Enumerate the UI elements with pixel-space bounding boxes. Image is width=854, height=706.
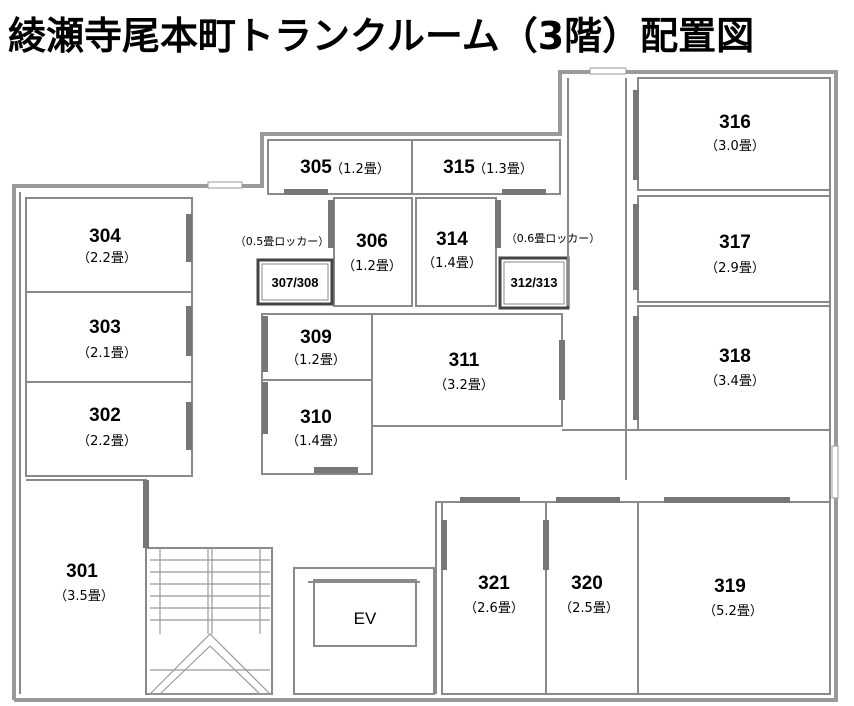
- unit-315-number: 315: [443, 157, 475, 178]
- unit-316-size: （3.0畳）: [705, 139, 765, 154]
- unit-314-size: （1.4畳）: [422, 256, 482, 271]
- unit-304[interactable]: 304 （2.2畳）: [25, 197, 193, 293]
- unit-310-size: （1.4畳）: [286, 434, 346, 449]
- unit-320[interactable]: 320 （2.5畳）: [545, 501, 639, 695]
- page-title: 綾瀬寺尾本町トランクルーム（3階）配置図: [8, 14, 755, 58]
- unit-301[interactable]: 301 （3.5畳）: [26, 479, 147, 694]
- unit-303-number: 303: [89, 317, 121, 338]
- unit-321-size: （2.6畳）: [464, 601, 524, 616]
- unit-304-size: （2.2畳）: [77, 251, 137, 266]
- unit-321[interactable]: 321 （2.6畳）: [441, 501, 547, 695]
- locker-307-308-number: 307/308: [272, 275, 319, 290]
- locker-312-313-size: （0.6畳ロッカー）: [506, 232, 601, 245]
- unit-301-number: 301: [66, 561, 98, 582]
- unit-302[interactable]: 302 （2.2畳）: [25, 381, 193, 477]
- doors: [143, 90, 790, 570]
- unit-311-number: 311: [449, 350, 480, 371]
- unit-311[interactable]: 311 （3.2畳）: [371, 313, 563, 427]
- unit-306-number: 306: [356, 231, 388, 252]
- unit-317-number: 317: [719, 232, 751, 253]
- unit-321-number: 321: [478, 573, 510, 594]
- staircase: [145, 547, 273, 695]
- unit-304-number: 304: [89, 226, 121, 247]
- unit-319-number: 319: [714, 576, 746, 597]
- unit-317[interactable]: 317 （2.9畳）: [637, 195, 831, 303]
- elevator-label: EV: [354, 609, 377, 628]
- unit-310[interactable]: 310 （1.4畳）: [261, 379, 373, 475]
- unit-314-number: 314: [436, 229, 468, 250]
- locker-312-313[interactable]: （0.6畳ロッカー） 312/313: [498, 232, 601, 310]
- unit-303[interactable]: 303 （2.1畳）: [25, 291, 193, 383]
- unit-318-number: 318: [719, 346, 751, 367]
- unit-314[interactable]: 314 （1.4畳）: [415, 197, 497, 307]
- unit-315-size: （1.3畳）: [473, 162, 533, 177]
- unit-303-size: （2.1畳）: [77, 346, 137, 361]
- unit-316-number: 316: [719, 112, 751, 133]
- unit-302-number: 302: [89, 405, 121, 426]
- corridor-walls: [435, 78, 830, 694]
- unit-305-number: 305: [300, 157, 332, 178]
- unit-318-size: （3.4畳）: [705, 374, 765, 389]
- unit-306-size: （1.2畳）: [342, 259, 402, 274]
- unit-309-size: （1.2畳）: [286, 353, 346, 368]
- unit-305[interactable]: 305 （1.2畳）: [267, 139, 413, 195]
- unit-320-number: 320: [571, 573, 603, 594]
- unit-319-size: （5.2畳）: [703, 604, 763, 619]
- unit-318[interactable]: 318 （3.4畳）: [637, 305, 831, 431]
- unit-302-size: （2.2畳）: [77, 434, 137, 449]
- unit-305-size: （1.2畳）: [330, 162, 390, 177]
- unit-315[interactable]: 315 （1.3畳）: [411, 139, 561, 195]
- locker-307-308[interactable]: （0.5畳ロッカー） 307/308: [235, 235, 334, 306]
- unit-309-number: 309: [300, 327, 332, 348]
- unit-306[interactable]: 306 （1.2畳）: [333, 197, 413, 307]
- unit-317-size: （2.9畳）: [705, 261, 765, 276]
- unit-301-size: （3.5畳）: [54, 589, 114, 604]
- unit-316[interactable]: 316 （3.0畳）: [637, 77, 831, 191]
- locker-312-313-number: 312/313: [511, 275, 558, 290]
- unit-320-size: （2.5畳）: [559, 601, 619, 616]
- unit-319[interactable]: 319 （5.2畳）: [637, 501, 831, 695]
- elevator: EV: [293, 567, 435, 695]
- unit-310-number: 310: [300, 407, 332, 428]
- locker-307-308-size: （0.5畳ロッカー）: [235, 235, 330, 248]
- unit-311-size: （3.2畳）: [434, 378, 494, 393]
- unit-309[interactable]: 309 （1.2畳）: [261, 313, 373, 381]
